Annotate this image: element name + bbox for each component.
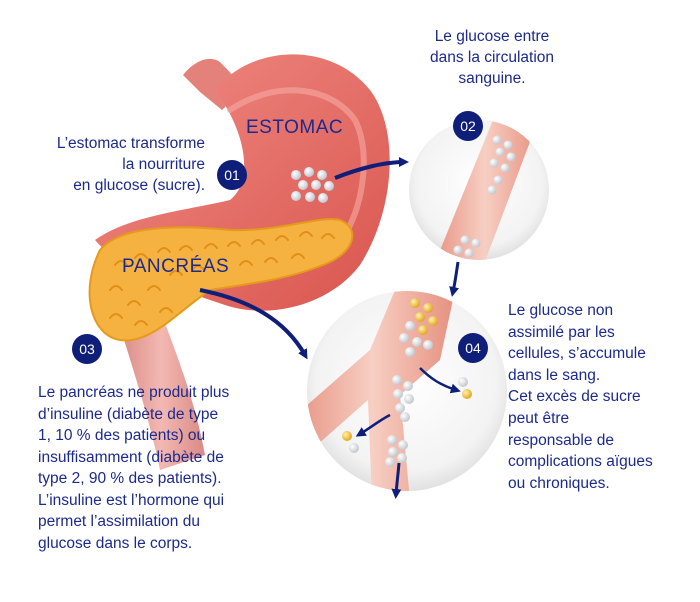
- step-04-line-9: ou chroniques.: [508, 474, 610, 492]
- step-03-line-3: 1, 10 % des patients) ou: [38, 427, 206, 444]
- step-03-line-5: type 2, 90 % des patients).: [38, 470, 222, 487]
- step-02-text: Le glucose entre dans la circulation san…: [412, 26, 572, 89]
- step-01-text: L’estomac transforme la nourriture en gl…: [8, 133, 205, 196]
- step-badge-03: 03: [72, 334, 102, 364]
- step-03-line-7: permet l’assimilation du: [38, 513, 200, 530]
- duodenum-tube: [118, 310, 205, 470]
- step-04-line-1: Le glucose non: [508, 302, 614, 319]
- arrow-to-cells: [449, 261, 460, 297]
- blood-accumulation-circle: [307, 291, 507, 491]
- stomach-label: ESTOMAC: [246, 117, 344, 138]
- step-03-text: Le pancréas ne produit plus d’insuline (…: [38, 382, 229, 554]
- step-badge-04: 04: [458, 333, 488, 363]
- step-01-line-2: la nourriture: [122, 156, 205, 173]
- step-badge-01: 01: [217, 160, 247, 190]
- step-04-line-8: complications aïgues: [508, 453, 653, 471]
- pancreas-label: PANCRÉAS: [122, 256, 230, 277]
- step-03-line-6: L’insuline est l’hormone qui: [38, 491, 225, 509]
- step-04-line-4: dans le sang.: [508, 366, 601, 384]
- bloodstream-glucose: [453, 135, 516, 260]
- step-04-line-5: Cet excès de sucre: [508, 388, 641, 406]
- step-01-line-1: L’estomac transforme: [56, 135, 205, 152]
- step-03-line-4: insuffisamment (diabète de: [38, 448, 224, 466]
- arrow-to-bloodstream: [334, 157, 409, 180]
- stomach-glucose-cluster: [291, 167, 334, 203]
- step-04-text: Le glucose non assimilé par les cellules…: [508, 300, 653, 494]
- accumulated-glucose: [342, 298, 472, 467]
- arrow-pancreas-to-blood: [199, 288, 308, 360]
- step-03-line-1: Le pancréas ne produit plus: [38, 384, 230, 401]
- pancreas-body: [88, 218, 354, 342]
- step-04-line-2: assimilé par les: [508, 323, 615, 341]
- step-03-line-8: glucose dans le corps.: [38, 534, 193, 552]
- step-badge-02: 02: [453, 111, 483, 141]
- arrow-blood-exit: [391, 462, 402, 499]
- step-02-line-3: sanguine.: [458, 70, 526, 87]
- step-04-line-7: responsable de: [508, 431, 614, 449]
- step-02-line-2: dans la circulation: [429, 49, 555, 66]
- step-03-line-2: d’insuline (diabète de type: [38, 405, 219, 423]
- step-02-line-1: Le glucose entre: [434, 28, 550, 45]
- step-01-line-3: en glucose (sucre).: [73, 177, 205, 194]
- step-04-line-6: peut être: [508, 409, 570, 427]
- step-04-line-3: cellules, s’accumule: [508, 345, 646, 363]
